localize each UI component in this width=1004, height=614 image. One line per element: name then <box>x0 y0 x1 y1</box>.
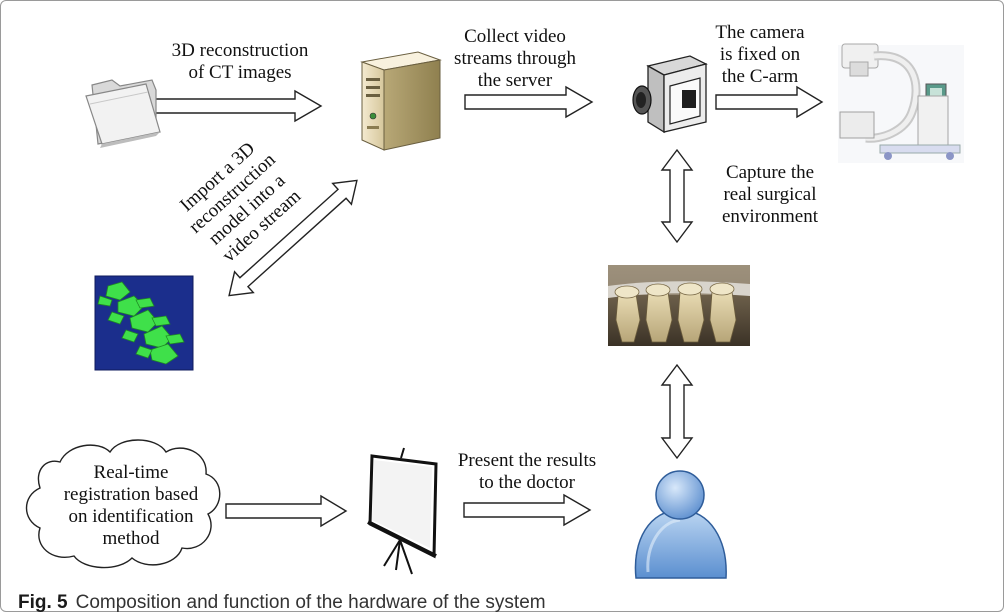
folder-icon <box>85 79 161 148</box>
label-line: Collect video <box>464 26 566 47</box>
label-line: environment <box>721 206 819 227</box>
label-line: Present the results <box>457 450 597 471</box>
label-line: 3D reconstruction <box>171 40 309 61</box>
projector-screen-icon <box>367 447 438 575</box>
figure-number: Fig. 5 <box>18 592 68 613</box>
label-line: The camera <box>715 22 805 43</box>
arrow-screen-to-doctor <box>463 493 592 527</box>
label-line: on identification <box>68 506 194 527</box>
label-line: registration based <box>63 484 199 505</box>
label-3d-reconstruction: 3D reconstruction of CT images <box>160 40 320 84</box>
label-line: method <box>102 528 160 549</box>
arrow-camera-spine-bidirectional <box>660 148 694 244</box>
label-line: the C-arm <box>721 66 799 87</box>
label-line: of CT images <box>188 62 292 83</box>
label-line: to the doctor <box>478 472 576 493</box>
camcorder-icon <box>632 55 708 134</box>
user-icon <box>634 470 727 579</box>
label-line: the server <box>477 70 553 91</box>
label-line: Real-time <box>93 462 169 483</box>
label-present-results: Present the results to the doctor <box>446 450 608 494</box>
c-arm-icon <box>838 43 964 163</box>
server-icon <box>360 51 442 151</box>
label-registration: Real-time registration based on identifi… <box>46 462 216 550</box>
caption-text: Composition and function of the hardware… <box>75 592 546 613</box>
arrow-spine-doctor-bidirectional <box>660 363 694 460</box>
arrow-registration-to-screen <box>225 494 348 528</box>
label-line: is fixed on <box>719 44 801 65</box>
figure-caption: Fig. 5 Composition and function of the ha… <box>18 592 546 614</box>
spine-photo-icon <box>608 265 750 346</box>
arrow-server-to-camera <box>464 85 594 119</box>
label-capture-environment: Capture the real surgical environment <box>710 162 830 228</box>
arrow-server-model-bidirectional <box>228 179 358 297</box>
label-camera-fixed: The camera is fixed on the C-arm <box>700 22 820 88</box>
label-line: Capture the <box>725 162 815 183</box>
label-collect-video: Collect video streams through the server <box>450 26 580 92</box>
label-line: real surgical <box>723 184 817 205</box>
label-line: streams through <box>454 48 576 69</box>
spine-model-icon <box>94 275 194 371</box>
cloud-shape <box>25 439 221 569</box>
arrow-camera-to-carm <box>715 85 824 119</box>
